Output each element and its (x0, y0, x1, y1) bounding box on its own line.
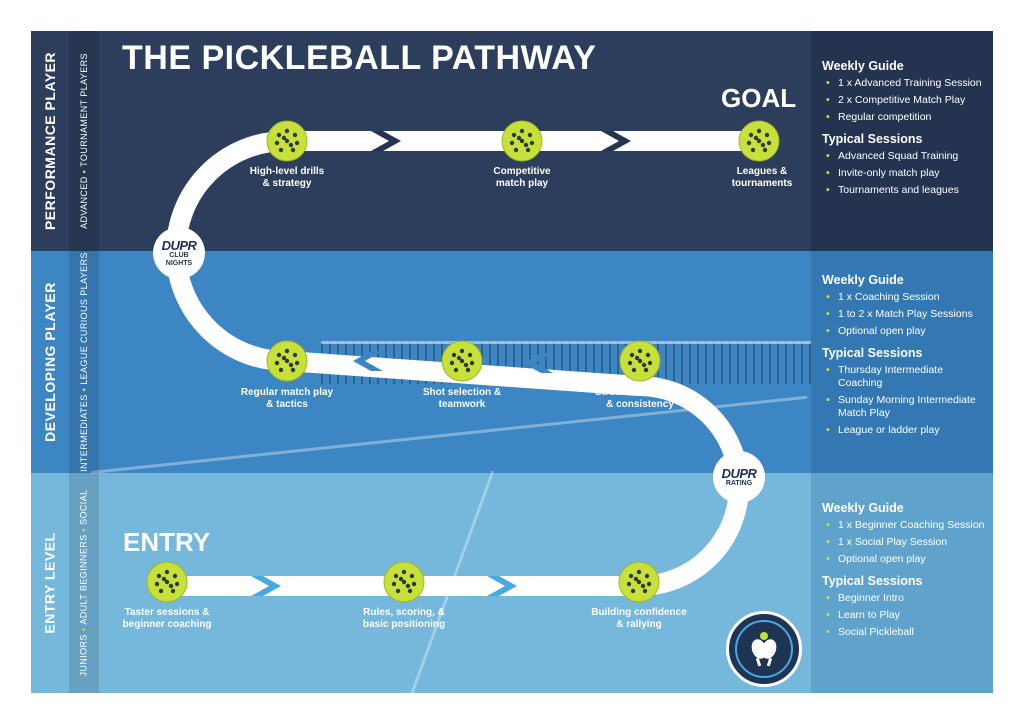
club-logo-ring (735, 620, 793, 678)
panel-developing: Weekly Guide 1 x Coaching Session 1 to 2… (811, 251, 993, 473)
direction-chevron (353, 351, 383, 371)
typical-sessions-list: Beginner Intro Learn to Play Social Pick… (811, 592, 993, 639)
typical-sessions-list: Thursday Intermediate Coaching Sunday Mo… (811, 364, 993, 437)
stop-label-regular-match-play: Regular match play& tactics (240, 387, 334, 410)
direction-chevron (601, 131, 631, 151)
stop-label-high-level-drills: High-level drills& strategy (249, 166, 325, 189)
list-item: Social Pickleball (811, 626, 993, 639)
typical-sessions-heading: Typical Sessions (822, 574, 923, 588)
list-item: Thursday Intermediate Coaching (811, 364, 993, 390)
right-panel: Weekly Guide 1 x Advanced Training Sessi… (811, 31, 993, 693)
pickleball-icon (146, 561, 188, 603)
typical-sessions-heading: Typical Sessions (822, 132, 923, 146)
stop-label-shot-selection: Shot selection &teamwork (422, 387, 502, 410)
level-tags-entry: JUNIORS•ADULT BEGINNERS•SOCIAL (69, 473, 99, 693)
pickleball-icon (266, 120, 308, 162)
stop-label-building-confidence: Building confidence& rallying (591, 607, 687, 630)
stop-label-rules-scoring: Rules, scoring, &basic positioning (362, 607, 446, 630)
typical-sessions-heading: Typical Sessions (822, 346, 923, 360)
weekly-guide-list: 1 x Advanced Training Session 2 x Compet… (811, 77, 993, 124)
list-item: 1 to 2 x Match Play Sessions (811, 308, 993, 321)
list-item: 2 x Competitive Match Play (811, 94, 993, 107)
list-item: 1 x Beginner Coaching Session (811, 519, 993, 532)
pickleball-icon (266, 340, 308, 382)
pickleball-icon (501, 120, 543, 162)
dupr-club-nights-badge: DUPR CLUB NIGHTS (153, 227, 205, 279)
list-item: Beginner Intro (811, 592, 993, 605)
dupr-rating-badge: DUPR RATING (713, 451, 765, 503)
club-logo (726, 611, 802, 687)
list-item: League or ladder play (811, 424, 993, 437)
list-item: Regular competition (811, 111, 993, 124)
panel-performance: Weekly Guide 1 x Advanced Training Sessi… (811, 31, 993, 251)
list-item: Optional open play (811, 325, 993, 338)
pathway-poster: PERFORMANCE PLAYER ADVANCED•TOURNAMENT P… (31, 31, 993, 693)
direction-chevron (251, 576, 281, 596)
direction-chevron (523, 353, 553, 373)
level-tags-developing: INTERMEDIATES•LEAGUE CURIOUS PLAYERS (69, 251, 99, 473)
weekly-guide-heading: Weekly Guide (822, 273, 904, 287)
typical-sessions-list: Advanced Squad Training Invite-only matc… (811, 150, 993, 197)
level-tags-performance: ADVANCED•TOURNAMENT PLAYERS (69, 31, 99, 251)
weekly-guide-heading: Weekly Guide (822, 59, 904, 73)
pathway-route (146, 120, 780, 603)
club-logo-emblem (751, 632, 777, 667)
list-item: Tournaments and leagues (811, 184, 993, 197)
list-item: Sunday Morning Intermediate Match Play (811, 394, 993, 420)
list-item: Invite-only match play (811, 167, 993, 180)
list-item: 1 x Social Play Session (811, 536, 993, 549)
list-item: 1 x Advanced Training Session (811, 77, 993, 90)
page-title: THE PICKLEBALL PATHWAY (122, 39, 597, 77)
panel-entry: Weekly Guide 1 x Beginner Coaching Sessi… (811, 473, 993, 693)
pickleball-icon (738, 120, 780, 162)
goal-label: GOAL (721, 83, 797, 113)
list-item: 1 x Coaching Session (811, 291, 993, 304)
direction-chevron (487, 576, 517, 596)
direction-chevron (371, 131, 401, 151)
list-item: Learn to Play (811, 609, 993, 622)
weekly-guide-list: 1 x Beginner Coaching Session 1 x Social… (811, 519, 993, 566)
list-item: Optional open play (811, 553, 993, 566)
stop-label-taster-sessions: Taster sessions &beginner coaching (122, 607, 212, 630)
pickleball-icon (383, 561, 425, 603)
pickleball-icon (618, 561, 660, 603)
stop-label-leagues-tournaments: Leagues &tournaments (731, 166, 793, 189)
list-item: Advanced Squad Training (811, 150, 993, 163)
entry-label: ENTRY (123, 527, 211, 557)
weekly-guide-list: 1 x Coaching Session 1 to 2 x Match Play… (811, 291, 993, 338)
pickleball-icon (441, 340, 483, 382)
pickleball-icon (619, 340, 661, 382)
weekly-guide-heading: Weekly Guide (822, 501, 904, 515)
stop-label-structured-training: Structured training& consistency (594, 387, 685, 410)
